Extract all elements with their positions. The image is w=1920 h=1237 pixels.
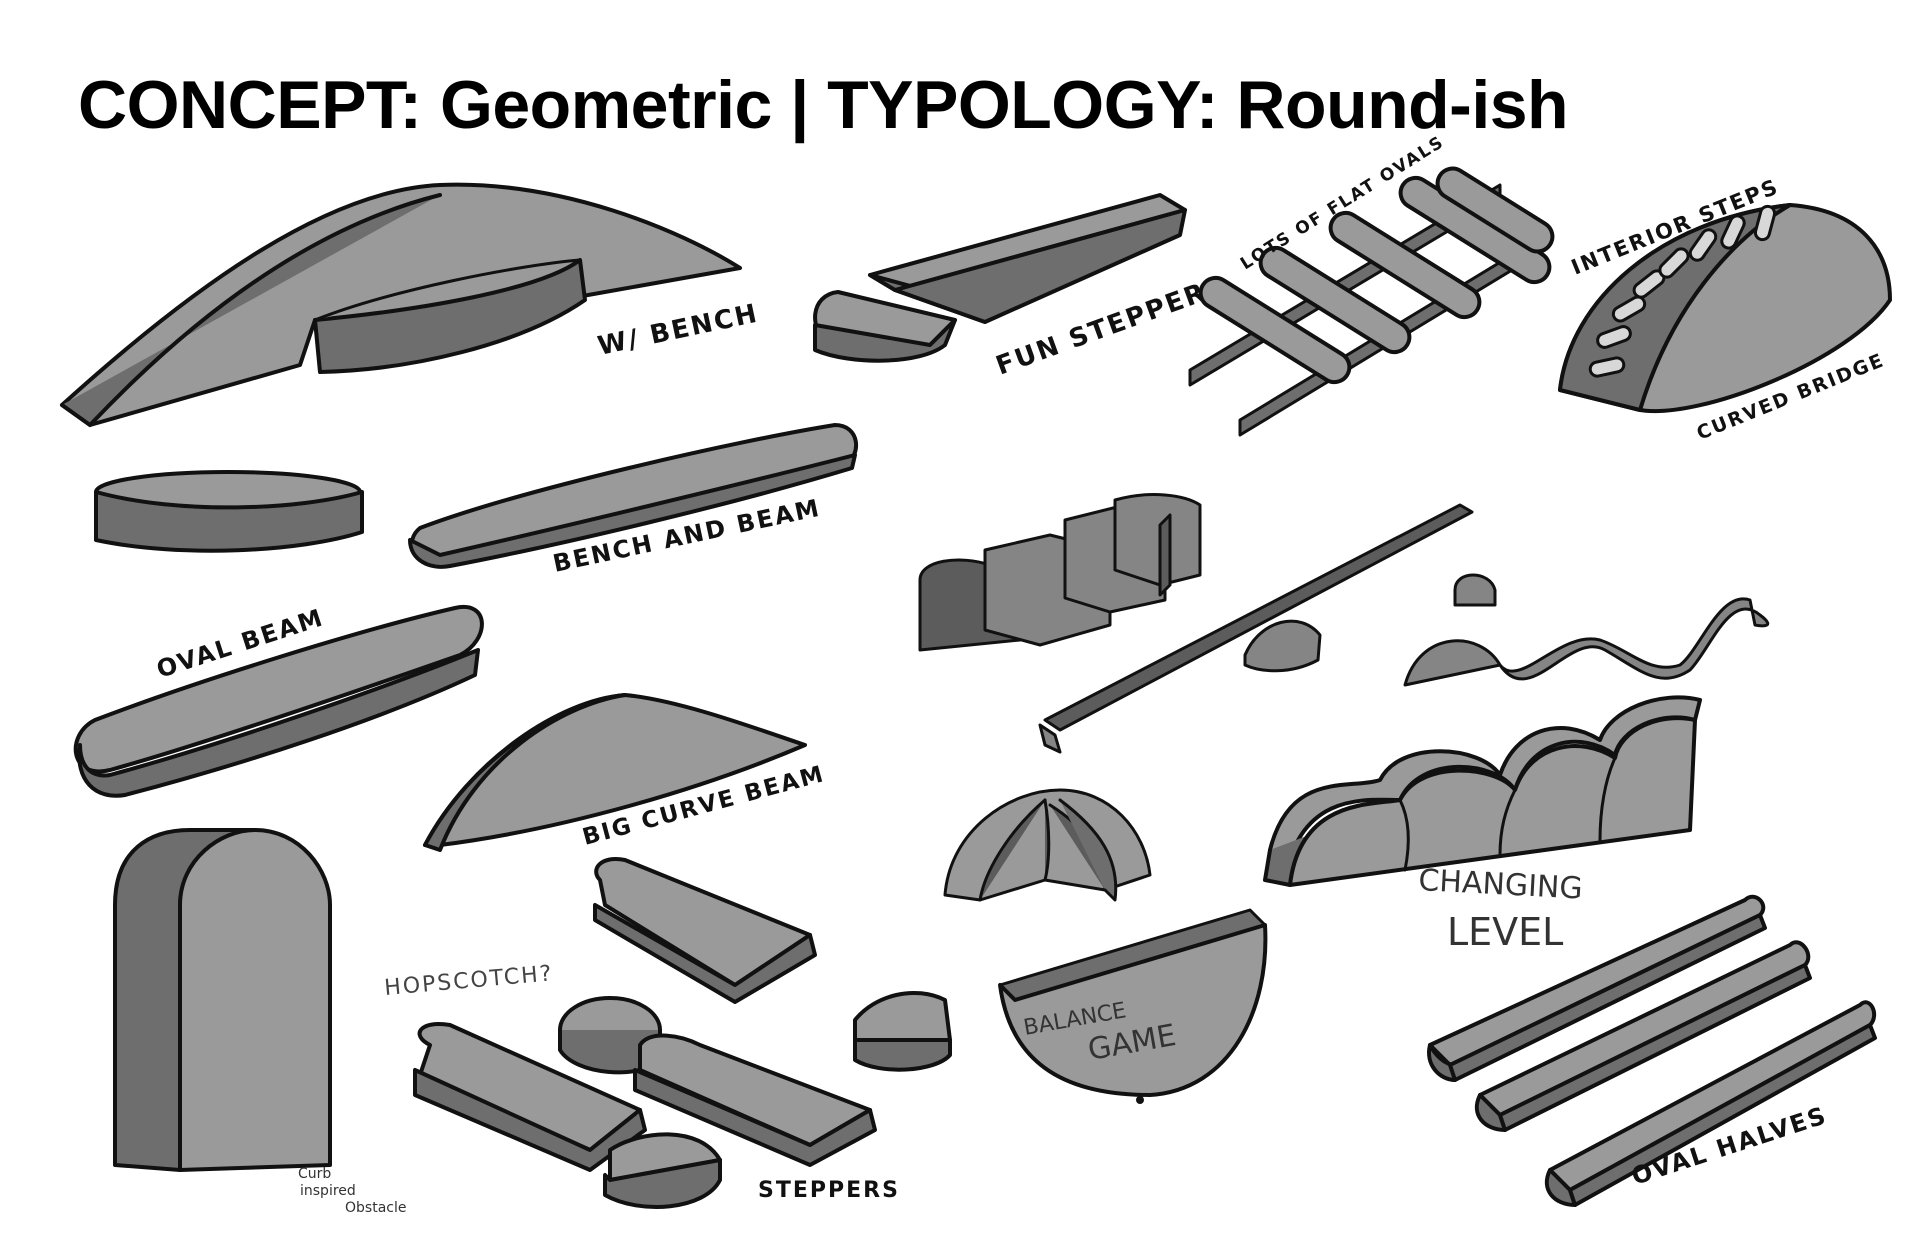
label-changing-line2: LEVEL xyxy=(1447,910,1563,954)
label-curb-line3: Obstacle xyxy=(345,1200,406,1216)
seesaw-beam xyxy=(1038,503,1474,754)
big-curve-beam: BIG CURVE BEAM xyxy=(423,693,828,852)
changing-level-wall: CHANGING LEVEL xyxy=(1263,695,1702,954)
wavy-small xyxy=(1403,573,1770,687)
curb-obstacle: Curb inspired Obstacle xyxy=(113,828,406,1216)
flat-ovals-ladder: LOTS OF FLAT OVALS xyxy=(1188,132,1555,437)
label-hopscotch: HOPSCOTCH? xyxy=(383,961,554,1001)
dome-obstacle xyxy=(943,788,1152,902)
label-curb-line2: inspired xyxy=(300,1183,356,1199)
page-title: CONCEPT: Geometric | TYPOLOGY: Round-ish xyxy=(78,67,1569,143)
oval-beam: OVAL BEAM xyxy=(73,603,484,798)
curved-slab-with-bench: W/ BENCH xyxy=(60,182,761,427)
label-w-bench: W/ BENCH xyxy=(595,299,761,362)
label-changing-line1: CHANGING xyxy=(1418,863,1584,907)
curved-bridge: INTERIOR STEPS CURVED BRIDGE xyxy=(1558,174,1892,445)
label-steppers: STEPPERS xyxy=(758,1178,900,1203)
hopscotch-steppers: HOPSCOTCH? STEPPERS xyxy=(383,857,952,1209)
block-steppers xyxy=(918,493,1202,652)
label-curb-line1: Curb xyxy=(298,1166,331,1182)
fun-stepper: FUN STEPPER? xyxy=(813,193,1227,382)
balance-game: BALANCE GAME xyxy=(998,908,1268,1104)
bench-and-beam: BENCH AND BEAM xyxy=(408,423,859,578)
flat-oval-disc xyxy=(94,470,364,553)
